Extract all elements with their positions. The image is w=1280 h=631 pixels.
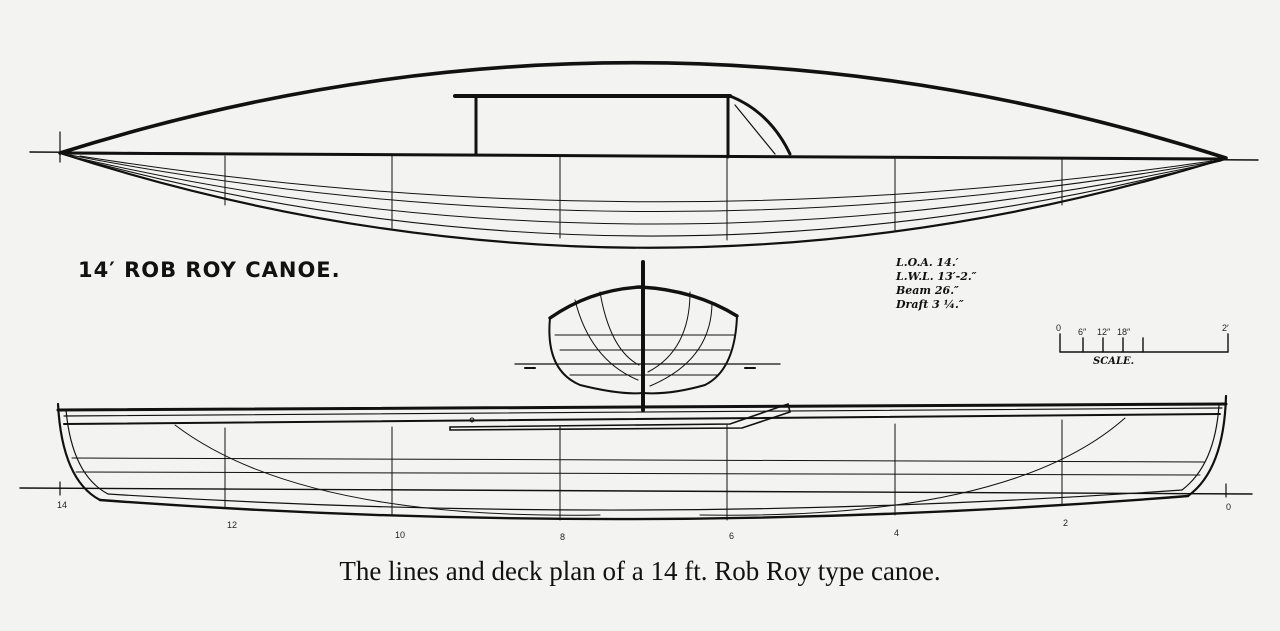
scale-bar <box>1059 333 1229 353</box>
profile-lwl-line <box>19 487 1253 495</box>
profile-stern-inner <box>65 409 109 495</box>
station-label-8: 8 <box>560 532 566 542</box>
scale-tick-label: 18″ <box>1117 327 1131 337</box>
station-label-10: 10 <box>395 530 406 540</box>
profile-cockpit-coaming <box>449 402 791 431</box>
profile-bow-outer <box>1186 394 1228 498</box>
station-label-12: 12 <box>227 520 238 530</box>
body-section-fwd-2 <box>649 301 713 387</box>
drawing-title: 14′ ROB ROY CANOE. <box>78 258 341 282</box>
figure-caption: The lines and deck plan of a 14 ft. Rob … <box>339 556 941 586</box>
profile-rubrail <box>63 413 1221 425</box>
scale-tick-label: 6″ <box>1078 327 1087 337</box>
profile-waterline-2 <box>75 471 1201 476</box>
profile-keel <box>98 494 1190 521</box>
station-label-6: 6 <box>729 531 735 541</box>
scale-tick-label: 12″ <box>1097 327 1111 337</box>
spec-lwl: L.W.L. 13′-2.″ <box>896 270 977 283</box>
deck-outline-upper <box>58 60 1228 160</box>
profile-diagonal-aft <box>174 424 601 516</box>
spec-loa: L.O.A. 14.′ <box>896 256 959 269</box>
body-section-fwd-1 <box>647 291 691 373</box>
plan-deck-centerline <box>58 151 1228 161</box>
scale-label: SCALE. <box>1093 356 1135 367</box>
spec-beam: Beam 26.″ <box>896 284 959 297</box>
profile-rabbet <box>107 489 1183 511</box>
deck-plan-view <box>29 60 1259 249</box>
waterline-3 <box>69 154 1219 213</box>
body-section-aft-2 <box>599 291 640 366</box>
waterline-2 <box>64 154 1222 225</box>
cockpit-coaming-curve <box>728 94 792 156</box>
profile-bow-inner <box>1181 404 1220 491</box>
scale-tick-label: 2′ <box>1222 323 1229 333</box>
station-label-2: 2 <box>1063 518 1069 528</box>
waterline-4 <box>79 155 1213 203</box>
profile-sheer <box>56 402 1228 412</box>
cockpit-inner-line <box>734 104 776 155</box>
scale-tick-label: 0 <box>1056 323 1062 333</box>
spec-draft: Draft 3 ¼.″ <box>896 298 964 311</box>
dimensions-table: L.O.A. 14.′ L.W.L. 13′-2.″ Beam 26.″ Dra… <box>896 256 977 312</box>
profile-coaming-knob <box>469 417 475 423</box>
profile-diagonal-fwd <box>699 417 1126 516</box>
profile-stern-outer <box>56 402 102 502</box>
station-label-0: 0 <box>1226 502 1232 512</box>
deck-outline-lower <box>58 151 1228 249</box>
body-section-aft-1 <box>574 299 639 381</box>
profile-view <box>19 394 1253 521</box>
profile-sheer-inner <box>63 407 1223 417</box>
station-label-14: 14 <box>57 500 68 510</box>
station-label-4: 4 <box>894 528 900 538</box>
body-plan-view <box>514 260 781 412</box>
waterline-1 <box>61 153 1225 237</box>
profile-waterline-1 <box>71 457 1206 463</box>
